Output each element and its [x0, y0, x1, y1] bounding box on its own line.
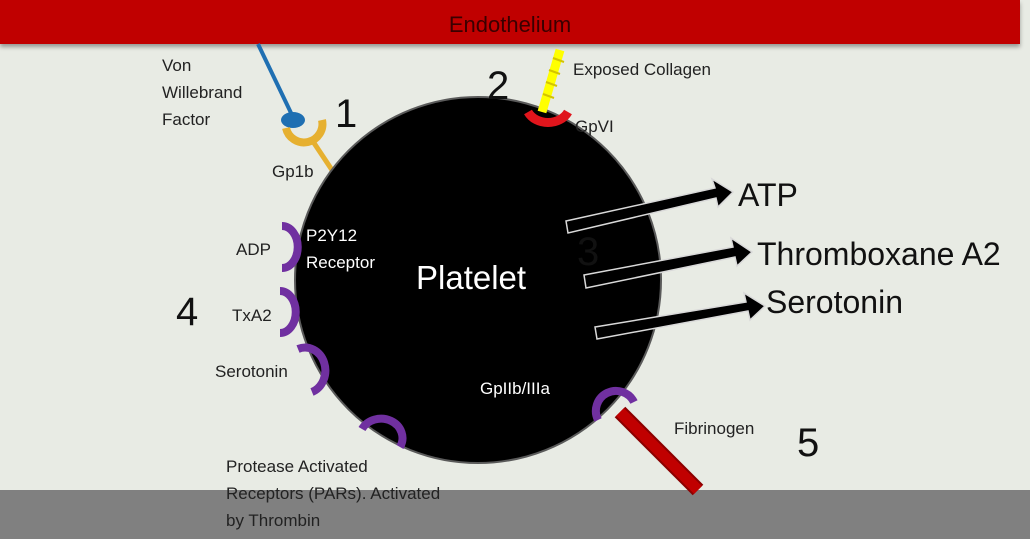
step-number-2: 2: [487, 64, 509, 109]
adp-receptor: [282, 226, 298, 268]
p2y12-label-line2: Receptor: [306, 249, 375, 276]
txa2-receptor: [280, 291, 296, 333]
fibrinogen-label: Fibrinogen: [674, 415, 754, 442]
pars-label-line3: by Thrombin: [226, 507, 320, 534]
gp1b-label: Gp1b: [272, 158, 314, 185]
vwf-label-line3: Factor: [162, 106, 210, 133]
gpiibiiia-label: GpIIb/IIIa: [480, 375, 550, 402]
pars-label-line1: Protease Activated: [226, 453, 368, 480]
collagen-fiber: [542, 50, 564, 112]
platelet-label: Platelet: [416, 259, 526, 297]
vwf-label-line1: Von: [162, 52, 191, 79]
pars-label-line2: Receptors (PARs). Activated: [226, 480, 440, 507]
vwf-strand: [258, 44, 292, 115]
step-number-5: 5: [797, 421, 819, 466]
step-number-1: 1: [335, 92, 357, 137]
released-thromboxane-label: Thromboxane A2: [757, 236, 1001, 273]
step-number-4: 4: [176, 290, 198, 335]
exposed-collagen-label: Exposed Collagen: [573, 56, 711, 83]
released-serotonin-label: Serotonin: [766, 284, 903, 321]
p2y12-label-line1: P2Y12: [306, 222, 357, 249]
adp-label: ADP: [236, 236, 271, 263]
txa2-label: TxA2: [232, 302, 272, 329]
vwf-head: [281, 112, 305, 128]
released-atp-label: ATP: [738, 177, 798, 214]
serotonin-receptor-label: Serotonin: [215, 358, 288, 385]
gpvi-label: GpVI: [575, 113, 614, 140]
step-number-3: 3: [577, 230, 599, 275]
vwf-label-line2: Willebrand: [162, 79, 242, 106]
